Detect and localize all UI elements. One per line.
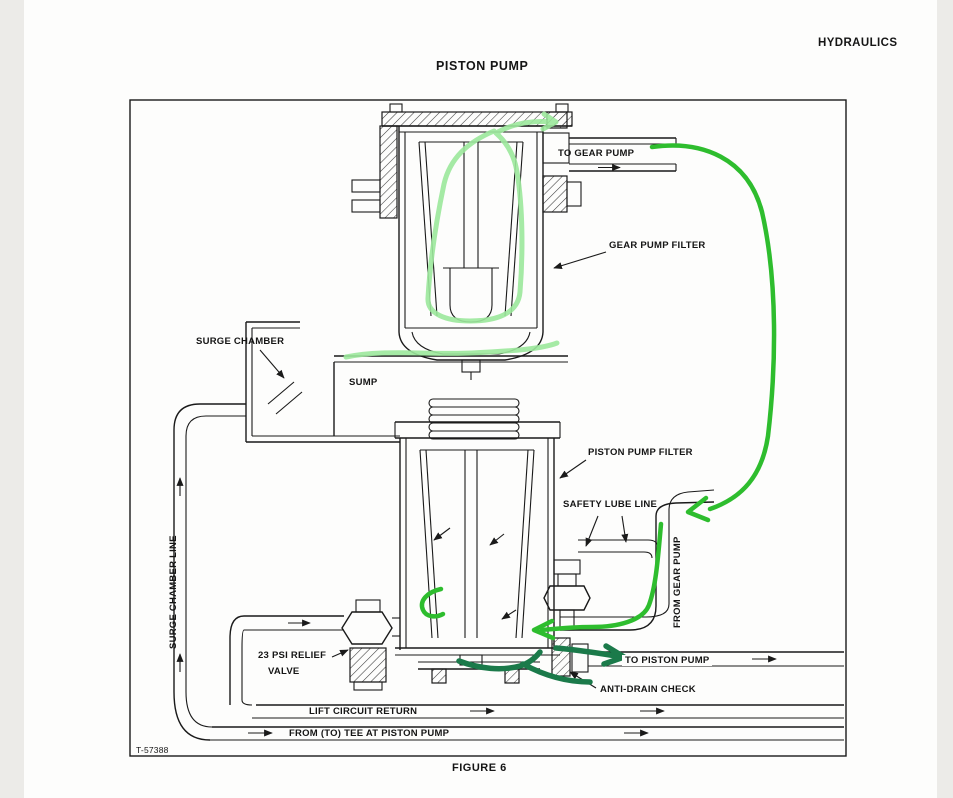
label-relief-valve-line2: VALVE xyxy=(268,666,300,677)
label-relief-valve-line1: 23 PSI RELIEF xyxy=(258,650,327,661)
annotation-dark-green xyxy=(456,643,627,685)
label-to-gear-pump: TO GEAR PUMP xyxy=(558,148,635,159)
figure-caption: FIGURE 6 xyxy=(452,762,507,774)
leader-lines xyxy=(259,251,629,689)
surge-chamber-drawing xyxy=(245,321,568,443)
label-gear-pump-filter: GEAR PUMP FILTER xyxy=(609,240,706,251)
annotation-bright-green xyxy=(419,143,777,641)
drawing-number: T-57388 xyxy=(136,745,169,755)
surge-chamber-line-pipe xyxy=(173,403,246,741)
label-surge-chamber-line: SURGE CHAMBER LINE xyxy=(168,535,179,649)
relief-valve-drawing xyxy=(229,599,400,706)
label-anti-drain-check: ANTI-DRAIN CHECK xyxy=(597,684,699,695)
label-from-to-tee: FROM (TO) TEE AT PISTON PUMP xyxy=(286,728,453,739)
manual-page: HYDRAULICS PISTON PUMP TO GEAR PUMP GEAR… xyxy=(24,0,937,798)
piston-pump-filter-drawing xyxy=(394,398,561,684)
page-header: HYDRAULICS xyxy=(818,37,898,49)
label-lift-circuit-return: LIFT CIRCUIT RETURN xyxy=(306,706,421,717)
figure-border xyxy=(129,99,847,757)
label-from-gear-pump: FROM GEAR PUMP xyxy=(672,536,683,628)
label-to-piston-pump: TO PISTON PUMP xyxy=(622,655,713,666)
bottom-piping-drawing xyxy=(210,651,844,741)
label-surge-chamber: SURGE CHAMBER xyxy=(196,336,285,347)
label-sump: SUMP xyxy=(349,377,378,388)
label-piston-pump-filter: PISTON PUMP FILTER xyxy=(588,447,693,458)
annotation-light-green xyxy=(343,111,560,360)
gear-pump-filter-drawing xyxy=(351,103,677,380)
label-safety-lube-line: SAFETY LUBE LINE xyxy=(563,499,658,510)
page-title: PISTON PUMP xyxy=(436,59,529,73)
